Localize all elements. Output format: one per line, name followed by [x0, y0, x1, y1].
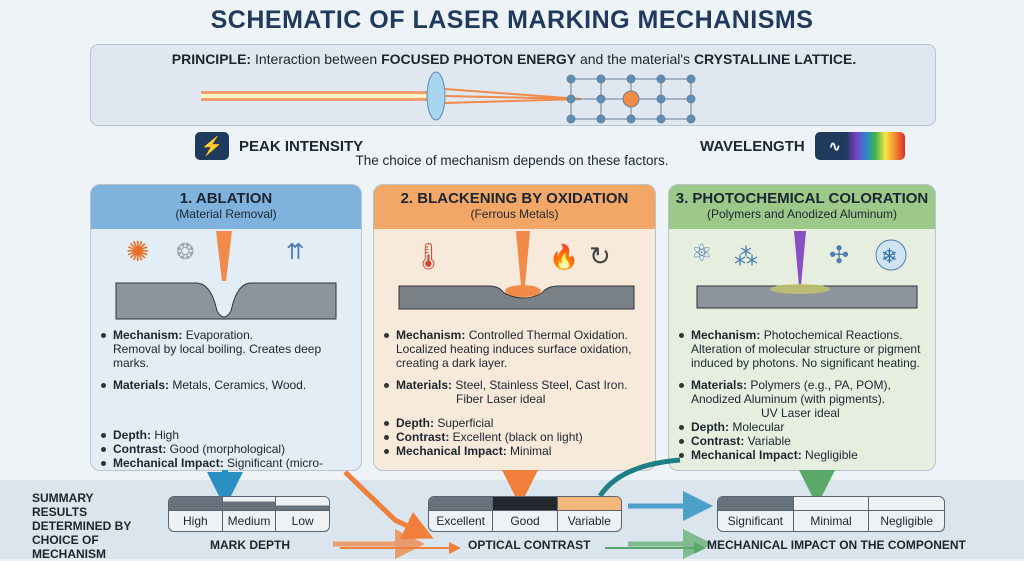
depth-item: Depth: Superficial [384, 416, 649, 430]
optical-contrast-caption: OPTICAL CONTRAST [468, 538, 591, 552]
principle-text-2: and the material's [576, 51, 694, 67]
card-details: Mechanism: Photochemical Reactions.Alter… [679, 328, 929, 462]
impact-cell-significant: Significant [718, 497, 794, 531]
material-crater [115, 282, 337, 320]
card-subtitle: (Material Removal) [175, 207, 277, 221]
contrast-cell-excellent: Excellent [429, 497, 494, 531]
rising-particles-icon: ⇈ [286, 239, 304, 264]
contrast-cell-good: Good [493, 497, 558, 531]
mark-depth-caption: MARK DEPTH [210, 538, 290, 552]
impact-item: Mechanical Impact: Negligible [679, 448, 929, 462]
principle-panel: PRINCIPLE: Interaction between FOCUSED P… [90, 44, 936, 126]
card-oxidation: 2. BLACKENING BY OXIDATION (Ferrous Meta… [373, 184, 656, 471]
mechanism-item: Mechanism: Controlled Thermal Oxidation.… [384, 328, 649, 370]
impact-cell-negligible: Negligible [869, 497, 944, 531]
factor-wavelength: WAVELENGTH ∿ [700, 132, 905, 160]
card-details: Mechanism: Evaporation.Removal by local … [101, 328, 355, 470]
card-subtitle: (Polymers and Anodized Aluminum) [706, 207, 898, 221]
depth-cell-high: High [169, 497, 223, 531]
principle-text: PRINCIPLE: Interaction between FOCUSED P… [91, 51, 937, 67]
laser-beam [516, 231, 530, 286]
ablation-illustration: ✺ ❂ ⇈ [115, 231, 337, 320]
factors-note: The choice of mechanism depends on these… [355, 153, 669, 168]
wavelength-label: WAVELENGTH [700, 137, 805, 155]
mechanism-item: Mechanism: Photochemical Reactions.Alter… [679, 328, 929, 370]
depth-cell-medium: Medium [222, 497, 277, 531]
depth-cell-low: Low [276, 497, 329, 531]
card-title: 2. BLACKENING BY OXIDATION [400, 190, 629, 207]
impact-item: Mechanical Impact: Significant (micro-cr… [101, 456, 355, 470]
connector-arrows [207, 457, 835, 559]
materials-item: Materials: Steel, Stainless Steel, Cast … [384, 378, 649, 406]
page-title: SCHEMATIC OF LASER MARKING MECHANISMS [210, 6, 814, 34]
heated-spot [505, 285, 541, 297]
molecule-icon-2: ⁂ [734, 244, 758, 271]
peak-intensity-label: PEAK INTENSITY [239, 137, 364, 155]
molecule-icon: ⚛ [691, 240, 713, 267]
flame-icon: 🔥 [549, 243, 579, 271]
uv-laser-beam [794, 231, 806, 286]
card-details: Mechanism: Controlled Thermal Oxidation.… [384, 328, 649, 458]
molecule-icon-3: ✣ [829, 242, 849, 269]
principle-bold-1: FOCUSED PHOTON ENERGY [381, 51, 577, 67]
card-header: 1. ABLATION (Material Removal) [91, 185, 361, 229]
laser-beam [216, 231, 232, 281]
principle-text-1: Interaction between [251, 51, 382, 67]
impact-cell-minimal: Minimal [793, 497, 870, 531]
thermometer-icon: 🌡 [412, 241, 445, 271]
principle-label: PRINCIPLE: [171, 51, 252, 67]
principle-bold-2: CRYSTALLINE LATTICE. [693, 51, 857, 67]
depth-item: Depth: Molecular [679, 420, 929, 434]
depth-item: Depth: High [101, 428, 355, 442]
cycle-icon: ↻ [589, 241, 611, 271]
mechanism-item: Mechanism: Evaporation.Removal by local … [101, 328, 355, 370]
mechanical-impact-caption: MECHANICAL IMPACT ON THE COMPONENT [707, 538, 966, 552]
burst-icon: ✺ [126, 236, 149, 267]
impact-item: Mechanical Impact: Minimal [384, 444, 649, 458]
optical-contrast-scale: Excellent Good Variable [428, 496, 622, 532]
mark-depth-scale: High Medium Low [168, 496, 330, 532]
oxidation-illustration: 🌡 🔥 ↻ [398, 231, 635, 310]
vapor-icon: ❂ [176, 239, 194, 264]
snowflake-icon-bg [875, 239, 907, 271]
card-photochemical: 3. PHOTOCHEMICAL COLORATION (Polymers an… [668, 184, 936, 471]
arrow-ablation-contrast [343, 470, 434, 540]
lightning-icon: ⚡ [195, 132, 229, 160]
card-subtitle: (Ferrous Metals) [470, 207, 559, 221]
contrast-item: Contrast: Good (morphological) [101, 442, 355, 456]
arrow-teal-curve [597, 457, 681, 498]
factor-peak-intensity: ⚡ PEAK INTENSITY [195, 132, 363, 160]
materials-item: Materials: Polymers (e.g., PA, POM), Ano… [679, 378, 929, 420]
spectrum-wave-icon: ∿ [814, 132, 905, 160]
card-ablation: 1. ABLATION (Material Removal) ✺ ❂ ⇈ Mec… [90, 184, 362, 471]
color-change-spot [770, 284, 830, 294]
card-title: 1. ABLATION [179, 190, 273, 207]
summary-label: SUMMARY RESULTS DETERMINED BY CHOICE OF … [32, 491, 132, 561]
card-title: 3. PHOTOCHEMICAL COLORATION [675, 190, 929, 207]
mechanical-impact-scale: Significant Minimal Negligible [717, 496, 945, 532]
photochemical-illustration: ⚛ ⁂ ✣ ❄ [691, 231, 918, 309]
focused-rays [444, 88, 582, 104]
crystal-lattice-icon [566, 74, 696, 124]
contrast-item: Contrast: Excellent (black on light) [384, 430, 649, 444]
contrast-item: Contrast: Variable [679, 434, 929, 448]
laser-beam [201, 91, 431, 101]
card-header: 3. PHOTOCHEMICAL COLORATION (Polymers an… [669, 185, 935, 229]
snowflake-icon: ❄ [881, 246, 898, 268]
metal-surface [398, 285, 635, 310]
materials-item: Materials: Metals, Ceramics, Wood. [101, 378, 355, 392]
lens-icon [426, 71, 446, 121]
laser-lens-lattice-illustration [201, 71, 696, 124]
card-header: 2. BLACKENING BY OXIDATION (Ferrous Meta… [374, 185, 655, 229]
contrast-cell-variable: Variable [557, 497, 621, 531]
